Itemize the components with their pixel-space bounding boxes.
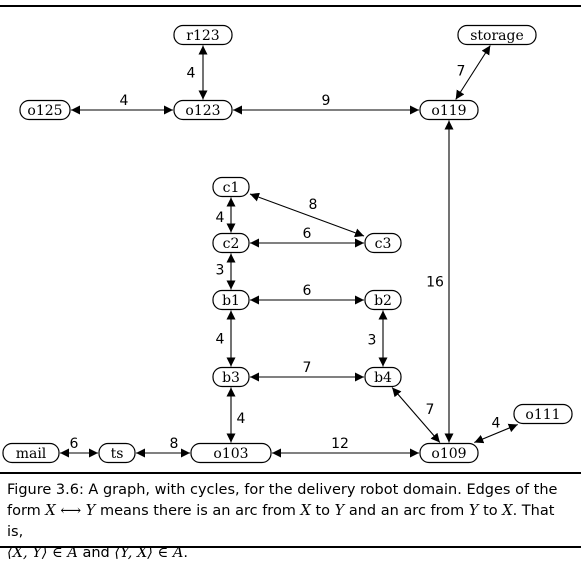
node-label-storage: storage [470, 28, 524, 44]
node-label-c1: c1 [223, 180, 240, 196]
node-box-mail [2, 442, 60, 464]
node-label-r123: r123 [186, 28, 219, 44]
node-label-o123: o123 [185, 103, 220, 119]
node-box-storage [457, 24, 537, 46]
node-box-b2 [364, 289, 402, 311]
node-box-ts [98, 442, 136, 464]
node-label-b1: b1 [222, 293, 240, 309]
node-b1: b1 [212, 289, 250, 311]
node-label-mail: mail [16, 446, 47, 462]
node-box-o103 [190, 442, 272, 464]
edge-weight-ts-o103: 8 [170, 436, 179, 452]
node-o103: o103 [190, 442, 272, 464]
top-rule [0, 5, 581, 7]
caption-label: Figure 3.6: [7, 482, 84, 498]
figure-caption: Figure 3.6: A graph, with cycles, for th… [7, 480, 575, 564]
caption-math-x: X [45, 503, 56, 519]
node-label-o111: o111 [525, 407, 560, 423]
edges-layer [60, 45, 518, 458]
node-label-b4: b4 [374, 370, 392, 386]
node-box-o109 [419, 442, 479, 464]
node-b3: b3 [212, 366, 250, 388]
node-o125: o125 [19, 99, 71, 121]
nodes-layer: r123 storage o125 o123 o119 c1 c2 c3 b1 b2 b3 b4 o11… [2, 24, 573, 464]
node-box-c3 [364, 232, 402, 254]
node-b2: b2 [364, 289, 402, 311]
node-r123: r123 [173, 24, 233, 46]
edge-weight-b1-c2: 3 [216, 263, 225, 279]
node-box-r123 [173, 24, 233, 46]
edge-weight-b2-b4: 3 [368, 333, 377, 349]
node-box-c2 [212, 232, 250, 254]
caption-y-2: Y [334, 503, 345, 519]
edge-weight-c2-c3: 6 [303, 226, 312, 242]
node-box-o111 [513, 403, 573, 425]
caption-text-3: and an arc from [344, 503, 469, 519]
edge-weight-b3-b4: 7 [303, 360, 312, 376]
edge-weight-b4-o109: 7 [426, 402, 435, 418]
edge-weight-o109-o111: 4 [492, 416, 501, 432]
node-label-o109: o109 [431, 446, 466, 462]
edge-weight-c1-c2: 4 [216, 210, 225, 226]
caption-rule-top [0, 472, 581, 474]
caption-to-1: to [310, 503, 335, 519]
node-storage: storage [457, 24, 537, 46]
caption-bidirectional-arrow: ⟷ [60, 503, 82, 519]
edge-weight-o103-o109: 12 [331, 436, 349, 452]
caption-to-2: to [478, 503, 503, 519]
node-label-c3: c3 [375, 236, 392, 252]
node-box-c1 [212, 176, 250, 198]
node-label-o103: o103 [213, 446, 248, 462]
node-box-o119 [419, 99, 479, 121]
edge-weight-o103-b3: 4 [237, 411, 246, 427]
caption-math-y: Y [85, 503, 96, 519]
node-c1: c1 [212, 176, 250, 198]
edge-storage-o119 [455, 45, 491, 100]
edge-weight-c1-c3: 8 [309, 197, 318, 213]
edge-weight-o125-o123: 4 [120, 93, 129, 109]
figure-frame: 4 4 9 7 4 8 6 3 6 4 3 7 16 7 4 6 8 4 12 r123 storage o125 o12… [0, 5, 581, 561]
edge-weight-mail-ts: 6 [70, 436, 79, 452]
node-mail: mail [2, 442, 60, 464]
node-label-c2: c2 [223, 236, 240, 252]
node-c2: c2 [212, 232, 250, 254]
caption-text-1: A graph, with cycles, for the delivery r… [7, 482, 558, 519]
edge-weight-r123-o123: 4 [187, 66, 196, 82]
node-box-b1 [212, 289, 250, 311]
node-label-b2: b2 [374, 293, 392, 309]
edge-weight-b1-b3: 4 [216, 332, 225, 348]
delivery-robot-graph: 4 4 9 7 4 8 6 3 6 4 3 7 16 7 4 6 8 4 12 r123 storage o125 o12… [2, 24, 573, 464]
node-box-o125 [19, 99, 71, 121]
node-label-o119: o119 [431, 103, 466, 119]
caption-rule-bottom [0, 546, 581, 548]
node-box-o123 [173, 99, 233, 121]
node-o111: o111 [513, 403, 573, 425]
node-o123: o123 [173, 99, 233, 121]
caption-x-2: X [300, 503, 311, 519]
caption-text-4: . That is, [7, 503, 555, 540]
edge-o109-o111 [474, 423, 518, 444]
node-o109: o109 [419, 442, 479, 464]
node-c3: c3 [364, 232, 402, 254]
node-o119: o119 [419, 99, 479, 121]
edge-weight-storage-o119: 7 [457, 64, 466, 80]
node-b4: b4 [364, 366, 402, 388]
node-label-ts: ts [111, 446, 124, 462]
node-ts: ts [98, 442, 136, 464]
node-label-o125: o125 [27, 103, 62, 119]
caption-x-3: X [502, 503, 513, 519]
edge-weights-layer: 4 4 9 7 4 8 6 3 6 4 3 7 16 7 4 6 8 4 12 [70, 64, 501, 453]
edge-weight-o123-o119: 9 [322, 93, 331, 109]
node-box-b3 [212, 366, 250, 388]
caption-text-2: means there is an arc from [95, 503, 301, 519]
node-box-b4 [364, 366, 402, 388]
edge-weight-b1-b2: 6 [303, 283, 312, 299]
edge-c1-c3 [249, 192, 365, 238]
edge-weight-o119-o109: 16 [426, 275, 444, 291]
caption-y-3: Y [468, 503, 479, 519]
edge-b4-o109 [391, 387, 441, 443]
node-label-b3: b3 [222, 370, 240, 386]
